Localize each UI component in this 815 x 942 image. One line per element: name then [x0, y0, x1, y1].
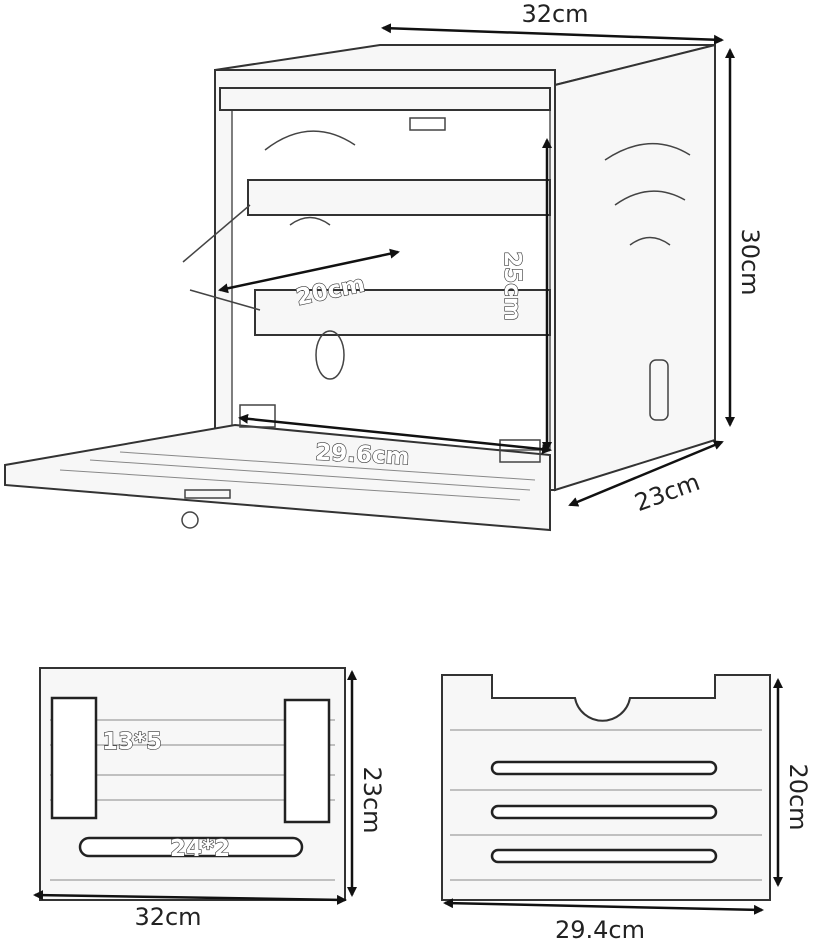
back-width-label: 29.4cm [555, 916, 645, 942]
bottom-width-label: 32cm [134, 903, 201, 931]
back-width-arrow [443, 898, 764, 915]
door-handle [184, 489, 231, 499]
bottom-depth-label: 23cm [358, 766, 386, 833]
cable-slot [78, 836, 304, 858]
latch [409, 117, 446, 131]
left-cutout [50, 696, 98, 820]
width-label: 32cm [521, 0, 588, 28]
vent-slot [490, 760, 718, 776]
vent-slot [490, 848, 718, 864]
side-cutout [649, 359, 669, 421]
top-rail [219, 87, 551, 111]
shelf-depth-arrow [218, 248, 400, 294]
vent-slot [264, 130, 356, 151]
upper-shelf [247, 179, 551, 216]
back-panel-illustration [441, 674, 771, 901]
width-arrow [381, 23, 724, 45]
door-width-label: 29.6cm [315, 440, 411, 471]
depth-arrow [568, 440, 724, 507]
cabinet-side-panel [554, 43, 716, 492]
shelf-height-label: 25cm [499, 251, 525, 321]
back-panel [441, 674, 771, 901]
door-width-arrow [238, 413, 552, 455]
vent-slot [490, 804, 718, 820]
height-label: 30cm [736, 228, 764, 295]
cutout-size-label: 13*5 [102, 729, 162, 755]
cable-hole [315, 330, 345, 380]
right-cutout [283, 698, 331, 824]
back-height-label: 20cm [784, 763, 812, 830]
bottom-panel-illustration [39, 667, 346, 901]
slot-size-label: 24*2 [170, 836, 230, 862]
knob [181, 511, 199, 529]
bottom-width-arrow [33, 890, 347, 905]
